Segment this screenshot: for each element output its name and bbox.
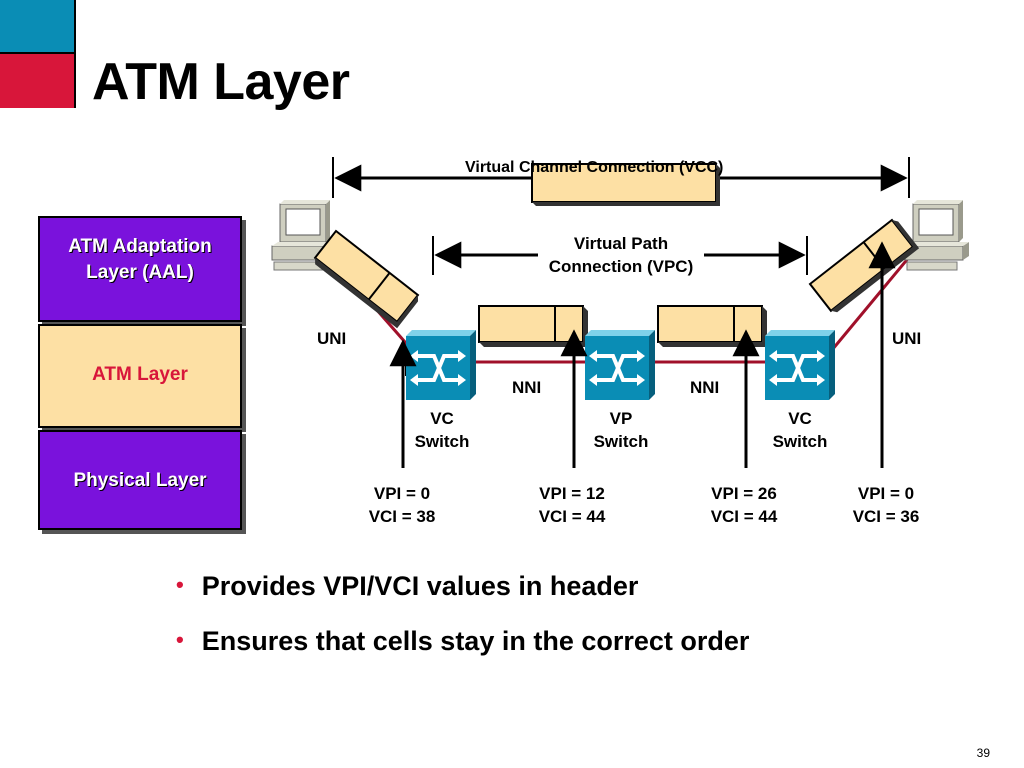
vpi-value: VPI = 0 [373, 484, 431, 503]
vpc-label: Virtual Path Connection (VPC) [538, 232, 704, 278]
switch-label-vc-left: VC Switch [404, 407, 480, 453]
bullet-text: Provides VPI/VCI values in header [201, 571, 639, 601]
identifier-group-3: VPI = 26 VCI = 44 [694, 482, 794, 528]
switch-label-line2: Switch [593, 432, 649, 451]
bullet-text: Ensures that cells stay in the correct o… [201, 626, 750, 656]
uni-right-label: UNI [892, 329, 922, 348]
bullet-dot-icon: • [176, 627, 184, 652]
vci-value: VCI = 36 [852, 507, 920, 526]
cell-uni-left [313, 229, 420, 329]
switch-label-line1: VP [609, 409, 633, 428]
switch-label-line1: VC [430, 409, 454, 428]
switch-label-vp: VP Switch [583, 407, 659, 453]
atm-switch-icon-vc-left [404, 328, 478, 402]
switch-label-line2: Switch [772, 432, 828, 451]
vpi-value: VPI = 26 [711, 484, 777, 503]
vpi-value: VPI = 12 [539, 484, 605, 503]
corner-square-red [0, 54, 76, 108]
corner-square-blue [0, 0, 76, 54]
atm-switch-icon-vc-right [763, 328, 837, 402]
uni-left-label: UNI [317, 329, 347, 348]
switch-label-vc-right: VC Switch [762, 407, 838, 453]
vpc-label-line1: Virtual Path [573, 234, 669, 253]
stack-aal-box: ATM Adaptation Layer (AAL) [38, 216, 242, 322]
stack-physical-box: Physical Layer [38, 430, 242, 530]
vpi-value: VPI = 0 [857, 484, 915, 503]
bullet-item: • Provides VPI/VCI values in header [176, 571, 638, 602]
identifier-group-2: VPI = 12 VCI = 44 [522, 482, 622, 528]
vci-value: VCI = 44 [710, 507, 778, 526]
bullet-dot-icon: • [176, 572, 184, 597]
vci-value: VCI = 44 [538, 507, 606, 526]
stack-physical-label: Physical Layer [73, 470, 207, 491]
nni-label-2: NNI [690, 378, 720, 397]
cell-nni-1 [478, 305, 588, 347]
bullet-item: • Ensures that cells stay in the correct … [176, 626, 749, 657]
identifier-group-4: VPI = 0 VCI = 36 [836, 482, 936, 528]
slide-title: ATM Layer [92, 53, 350, 111]
stack-atm-label: ATM Layer [92, 364, 188, 385]
vcc-label: Virtual Channel Connection (VCC) [465, 159, 724, 176]
switch-label-line2: Switch [414, 432, 470, 451]
computer-icon-right [904, 199, 970, 271]
cell-nni-2 [657, 305, 767, 347]
nni-label-1: NNI [512, 378, 542, 397]
stack-atm-box: ATM Layer [38, 324, 242, 428]
vci-value: VCI = 38 [368, 507, 436, 526]
vpc-label-line2: Connection (VPC) [548, 257, 694, 276]
switch-label-line1: VC [788, 409, 812, 428]
page-number: 39 [976, 746, 990, 760]
atm-switch-icon-vp [583, 328, 657, 402]
stack-aal-line1: ATM Adaptation [68, 236, 212, 257]
stack-aal-line2: Layer (AAL) [86, 262, 194, 283]
identifier-group-1: VPI = 0 VCI = 38 [354, 482, 450, 528]
